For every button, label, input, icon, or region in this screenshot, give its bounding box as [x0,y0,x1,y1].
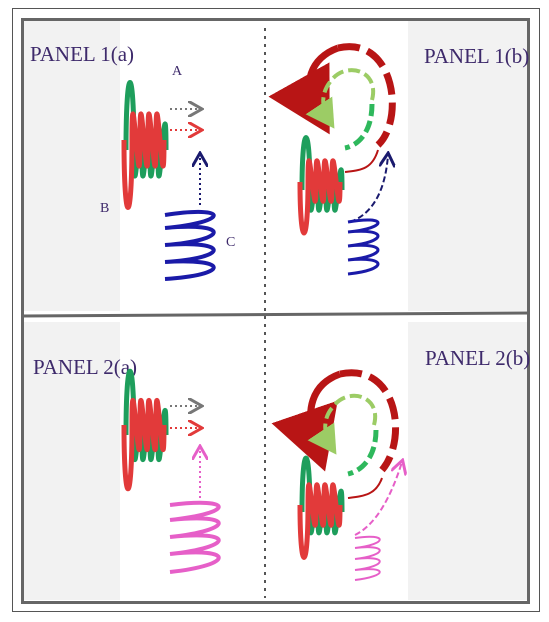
panel-2b-background [408,322,527,600]
pink-curved-arrow [354,462,402,536]
panel-1a-label: PANEL 1(a) [30,42,135,66]
blue-coil [347,218,380,276]
panel-2b-label: PANEL 2(b) [425,346,531,370]
dark-red-arc [339,369,400,473]
red-wave [121,111,167,210]
pink-coil [169,500,221,574]
panel-1b-waves [297,135,345,236]
panel-1a-waves [121,80,169,210]
mark-c: C [226,235,236,250]
panel-2a-background [24,322,120,600]
red-wave [297,482,343,560]
dark-red-arc [337,43,396,148]
panel-1a-background [24,21,120,311]
red-wave [121,397,167,492]
outer-frame [12,8,540,612]
mark-a: A [172,64,183,79]
mark-b: B [100,201,110,216]
panel-2b-waves [297,455,345,560]
mid-green-arc [347,429,379,477]
panel-2a-waves [121,368,169,492]
red-wave [297,158,343,236]
panel-1b-label: PANEL 1(b) [424,44,530,68]
mid-green-arc [344,103,375,151]
panel-2a-label: PANEL 2(a) [33,355,138,379]
blue-coil [164,209,216,281]
panel-1b-background [408,21,527,311]
light-green-arc [307,393,378,455]
horizontal-divider [21,311,530,318]
pink-coil [354,535,381,581]
red-connector [347,477,383,499]
red-connector [344,149,379,173]
light-green-arc [305,68,376,129]
